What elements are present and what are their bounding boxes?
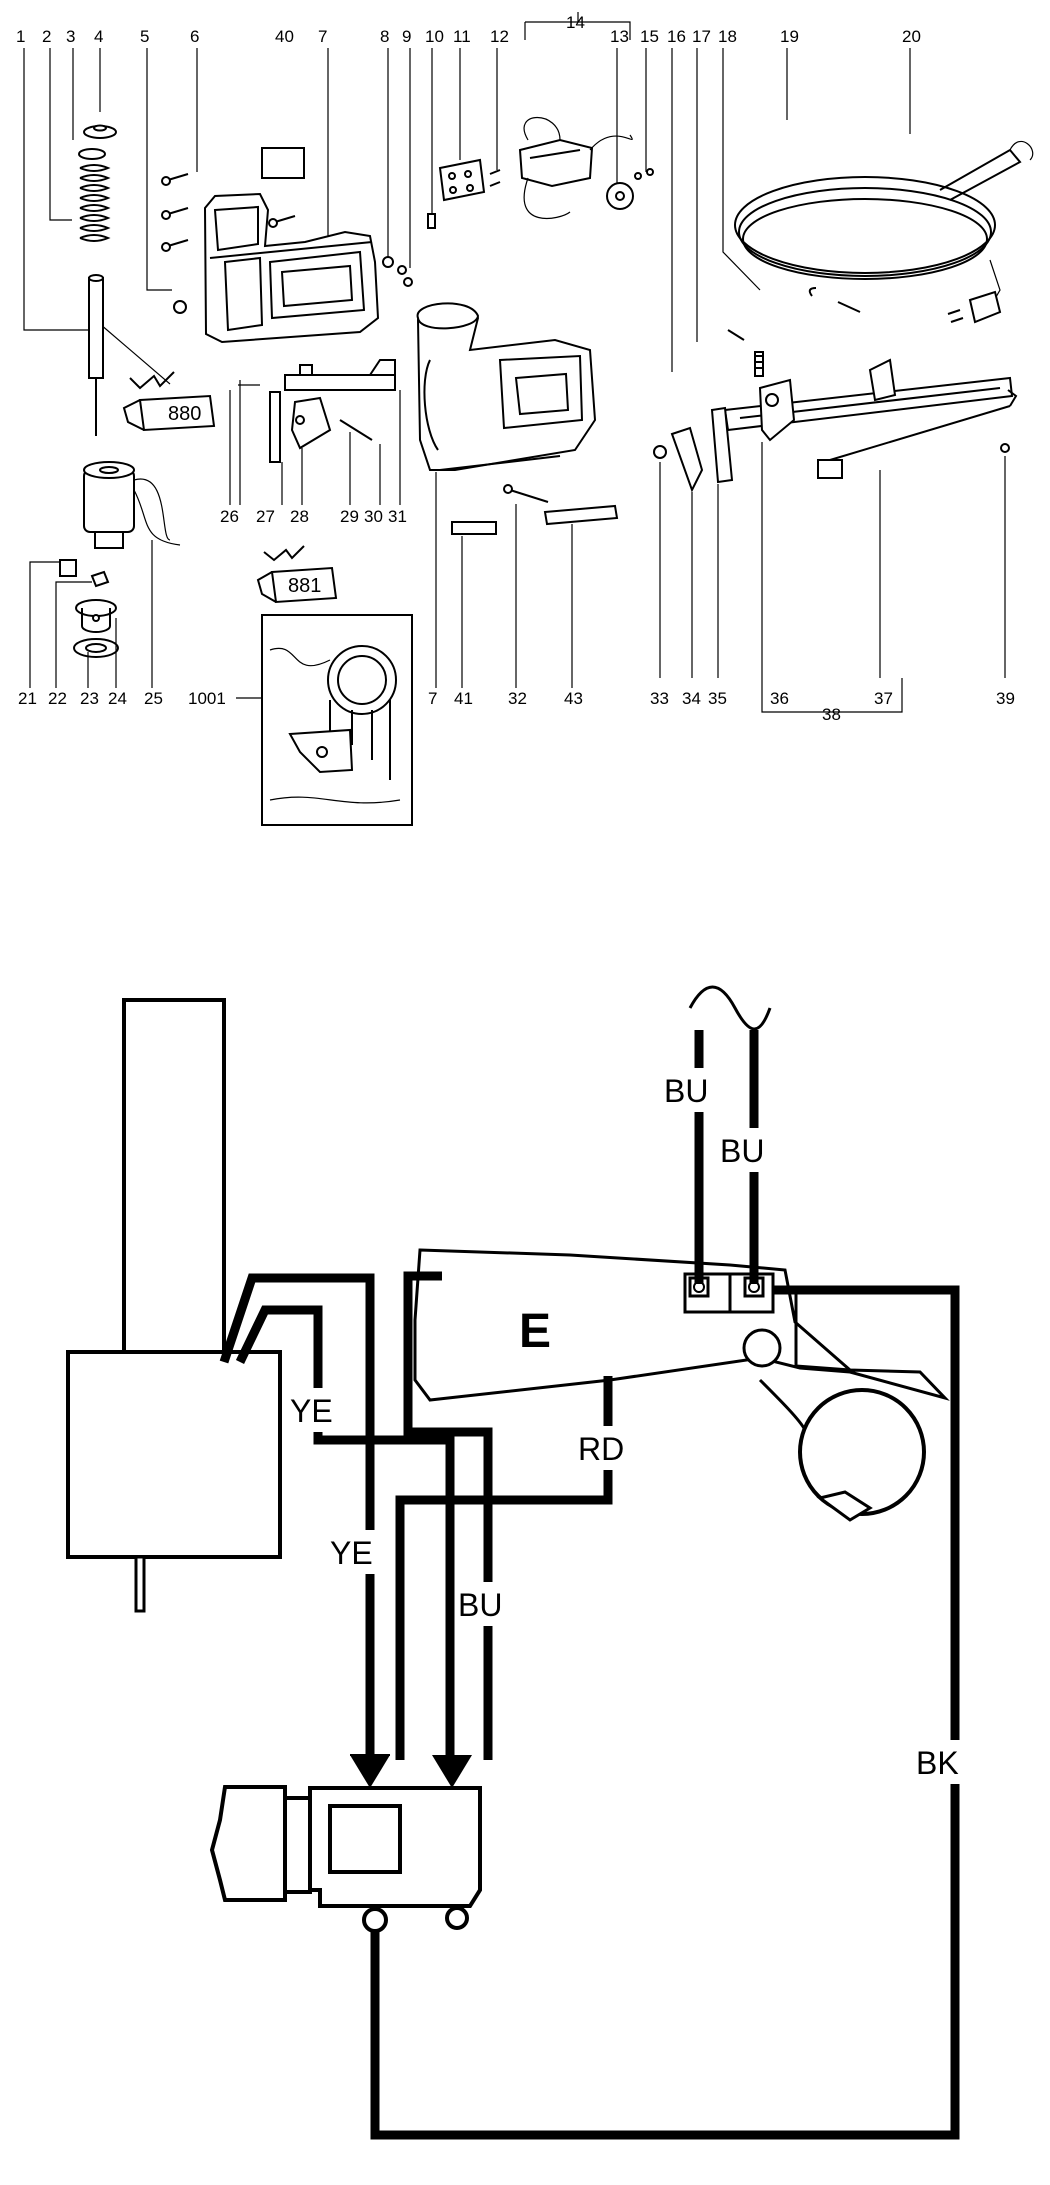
grease-tube-881: 881 xyxy=(256,545,338,604)
part-number-5: 5 xyxy=(140,27,149,46)
part-number-32: 32 xyxy=(508,689,527,708)
grease-tube-880: 880 xyxy=(122,371,216,432)
part-number-8: 8 xyxy=(380,27,389,46)
part-number-1: 1 xyxy=(16,27,25,46)
part-number-27: 27 xyxy=(256,507,275,526)
part-number-22: 22 xyxy=(48,689,67,708)
wires xyxy=(219,1030,960,2140)
base-unit xyxy=(209,1785,482,1933)
part-number-28: 28 xyxy=(290,507,309,526)
part-number-6: 6 xyxy=(190,27,199,46)
wire-bk xyxy=(370,1285,960,2140)
trigger-mechanism xyxy=(238,359,401,505)
capacitor xyxy=(758,1378,926,1522)
part-number-7-bottom: 7 xyxy=(428,689,437,708)
motor-body xyxy=(66,1350,282,1559)
wire-label-ye-1: YE xyxy=(290,1393,333,1429)
wire-label-rd: RD xyxy=(578,1431,624,1467)
part-number-13: 13 xyxy=(610,27,629,46)
part-number-20: 20 xyxy=(902,27,921,46)
part-number-41: 41 xyxy=(454,689,473,708)
tool-body xyxy=(416,302,597,471)
wire-label-bu-3: BU xyxy=(458,1587,502,1623)
part-number-9: 9 xyxy=(402,27,411,46)
part-number-7: 7 xyxy=(318,27,327,46)
part-14-bracket xyxy=(524,12,631,40)
pins-and-spring xyxy=(727,287,861,377)
tube-label-881: 881 xyxy=(288,575,321,597)
part-number-21: 21 xyxy=(18,689,37,708)
part-number-3: 3 xyxy=(66,27,75,46)
exploded-parts-view: 1 2 3 4 5 6 40 7 8 9 10 11 12 14 13 15 1… xyxy=(16,12,1034,826)
wiring-diagram: E xyxy=(66,985,988,2140)
part-number-17: 17 xyxy=(692,27,711,46)
switch-e-knob xyxy=(742,1328,782,1368)
part-number-16: 16 xyxy=(667,27,686,46)
base-window xyxy=(328,1804,402,1874)
part-number-29: 29 xyxy=(340,507,359,526)
part-number-4: 4 xyxy=(94,27,103,46)
wire-label-bu-1: BU xyxy=(664,1073,708,1109)
part-number-10: 10 xyxy=(425,27,444,46)
part-number-18: 18 xyxy=(718,27,737,46)
part-number-19: 19 xyxy=(780,27,799,46)
switch-capacitor-assembly xyxy=(518,117,654,220)
part-numbers-top: 1 2 3 4 5 6 40 7 8 9 10 11 12 14 13 15 1… xyxy=(16,13,921,46)
small-pieces xyxy=(59,559,119,658)
housing-screws xyxy=(161,173,296,252)
wire-ye-outer xyxy=(219,1273,375,1760)
base-terminal-right xyxy=(445,1906,469,1930)
plunger-assembly xyxy=(78,124,117,436)
wire-label-bu-2: BU xyxy=(720,1133,764,1169)
power-cable xyxy=(734,140,1034,324)
part-number-35: 35 xyxy=(708,689,727,708)
lower-leaders xyxy=(29,390,573,688)
part-number-24: 24 xyxy=(108,689,127,708)
part-number-25: 25 xyxy=(144,689,163,708)
motor xyxy=(66,998,282,1613)
part-number-40: 40 xyxy=(275,27,294,46)
wire-label-bk: BK xyxy=(916,1745,959,1781)
part-number-43: 43 xyxy=(564,689,583,708)
motor-tube xyxy=(122,998,226,1357)
switch-e: E xyxy=(413,1248,950,1402)
wire-label-ye-2: YE xyxy=(330,1535,373,1571)
part-number-11: 11 xyxy=(453,27,471,46)
part-numbers-bottom: 21 22 23 24 25 26 27 28 29 30 31 7 41 32… xyxy=(18,507,1015,724)
part-number-1001: 1001 xyxy=(188,689,226,708)
tube-label-880: 880 xyxy=(168,403,201,425)
part-number-30: 30 xyxy=(364,507,383,526)
rail-assembly xyxy=(653,358,1018,713)
part-number-2: 2 xyxy=(42,27,51,46)
part-number-37: 37 xyxy=(874,689,893,708)
part-number-12: 12 xyxy=(490,27,509,46)
wire-ye-inner xyxy=(235,1305,455,1760)
part-number-38: 38 xyxy=(822,705,841,724)
ac-mains-symbol xyxy=(688,985,772,1031)
part-number-34: 34 xyxy=(682,689,701,708)
wire-labels: BU BU YE YE RD BU BK xyxy=(288,1068,988,1784)
motor-shaft xyxy=(134,1555,146,1613)
part-number-15: 15 xyxy=(640,27,659,46)
part-number-33: 33 xyxy=(650,689,669,708)
solenoid-coil xyxy=(83,461,181,549)
housing-half xyxy=(161,173,380,344)
small-screws xyxy=(382,213,436,287)
part-number-36: 36 xyxy=(770,689,789,708)
wire-bu-switch xyxy=(403,1271,493,1760)
part-number-23: 23 xyxy=(80,689,99,708)
switch-e-label: E xyxy=(519,1305,551,1358)
terminal-block xyxy=(438,158,501,202)
switch-link xyxy=(794,1288,851,1372)
part-number-26: 26 xyxy=(220,507,239,526)
part-number-39: 39 xyxy=(996,689,1015,708)
part-number-31: 31 xyxy=(388,507,407,526)
base-terminal-left xyxy=(362,1907,388,1933)
detail-1001 xyxy=(236,614,413,826)
connector-arrows xyxy=(350,1754,472,1788)
label-plate xyxy=(261,147,305,179)
body-accessories xyxy=(451,484,619,535)
